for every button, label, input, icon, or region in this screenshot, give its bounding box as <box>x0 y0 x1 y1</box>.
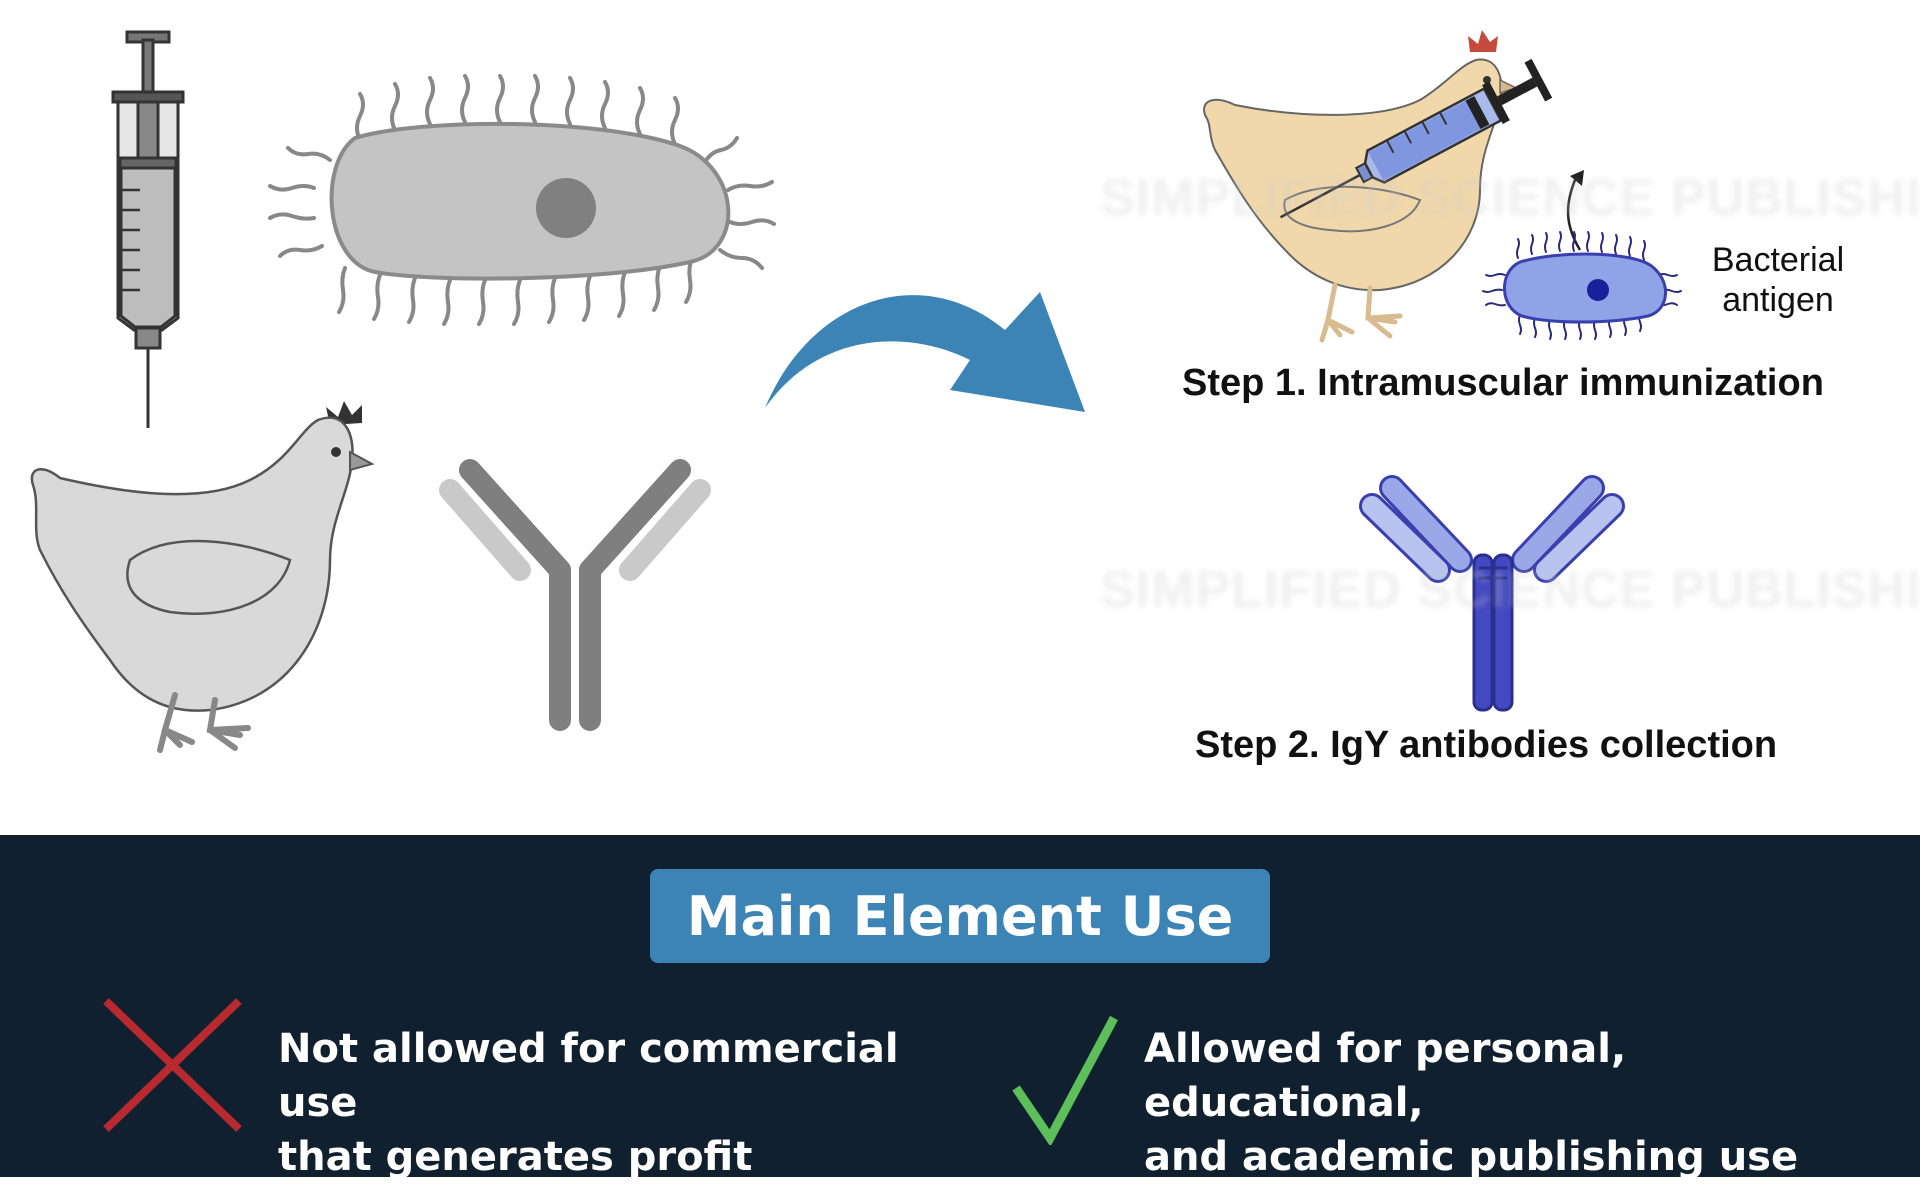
syringe-icon <box>1279 58 1553 219</box>
not-allowed-text: Not allowed for commercial use that gene… <box>278 1022 978 1184</box>
chicken-icon <box>1203 30 1518 343</box>
antigen-label-line2: antigen <box>1722 281 1834 319</box>
bacterium-icon <box>1482 231 1682 340</box>
antibody-icon <box>1359 475 1625 712</box>
step2-label: Step 2. IgY antibodies collection <box>1195 724 1778 766</box>
not-allowed-line1: Not allowed for commercial use <box>278 1026 899 1126</box>
antigen-label: Bacterial antigen <box>1688 240 1868 320</box>
watermark: SIMPLIFIED SCIENCE PUBLISHING <box>1100 561 1920 619</box>
cross-icon <box>103 998 242 1132</box>
antibody-icon <box>439 459 711 731</box>
bacterium-icon <box>268 74 776 326</box>
curved-arrow-icon <box>765 292 1085 412</box>
allowed-line2: and academic publishing use <box>1144 1134 1799 1180</box>
chicken-icon <box>30 401 375 753</box>
allowed-line1: Allowed for personal, educational, <box>1144 1026 1627 1126</box>
diagram-artwork <box>30 30 1682 753</box>
check-icon <box>1012 1015 1118 1145</box>
watermark: SIMPLIFIED SCIENCE PUBLISHING <box>1100 169 1920 227</box>
antigen-label-line1: Bacterial <box>1711 241 1845 279</box>
allowed-text: Allowed for personal, educational, and a… <box>1144 1022 1884 1184</box>
arrow-icon <box>1566 170 1584 251</box>
syringe-icon <box>111 30 185 428</box>
banner-title: Main Element Use <box>650 869 1270 963</box>
step1-label: Step 1. Intramuscular immunization <box>1182 362 1824 404</box>
not-allowed-line2: that generates profit <box>278 1134 753 1180</box>
